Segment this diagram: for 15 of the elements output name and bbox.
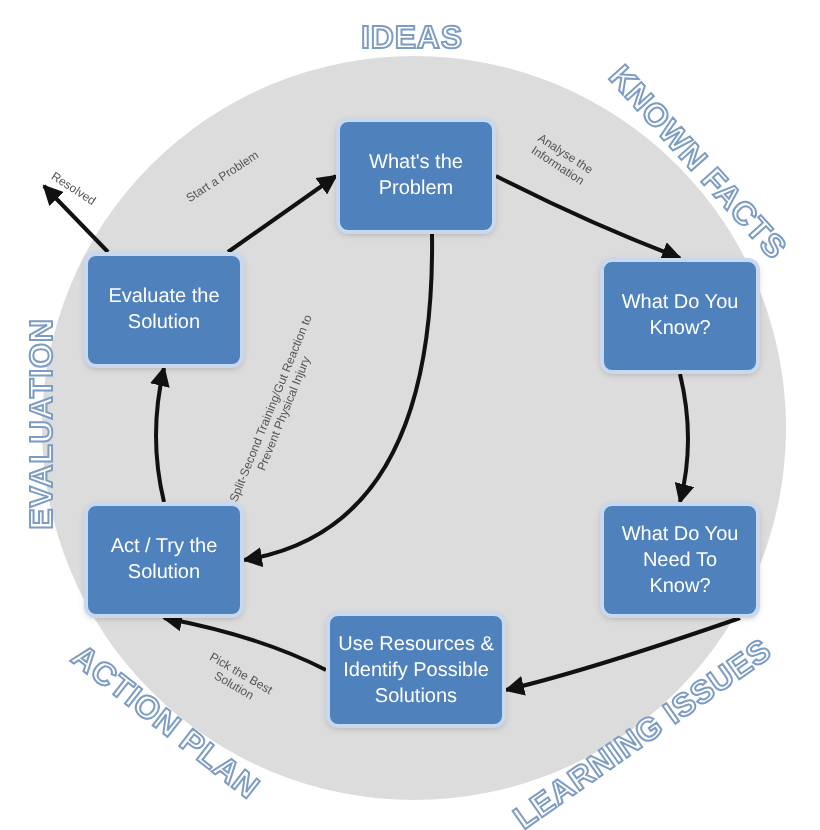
- arrow: [504, 616, 741, 696]
- process-box: What Do You Need To Know?: [600, 502, 760, 618]
- arrow: [674, 373, 694, 504]
- arrow: [226, 174, 338, 254]
- arrow: [495, 174, 682, 261]
- process-box: What Do You Know?: [600, 258, 760, 374]
- stage-label: IDEAS: [361, 20, 463, 60]
- process-box: Act / Try the Solution: [84, 502, 244, 618]
- arrow: [42, 184, 110, 254]
- process-box: Evaluate the Solution: [84, 252, 244, 368]
- process-box: Use Resources & Identify Possible Solutions: [326, 612, 506, 728]
- process-box: What's the Problem: [336, 118, 496, 234]
- stage-label: EVALUATION: [24, 318, 62, 530]
- arrow: [242, 233, 434, 566]
- arrow: [150, 366, 170, 503]
